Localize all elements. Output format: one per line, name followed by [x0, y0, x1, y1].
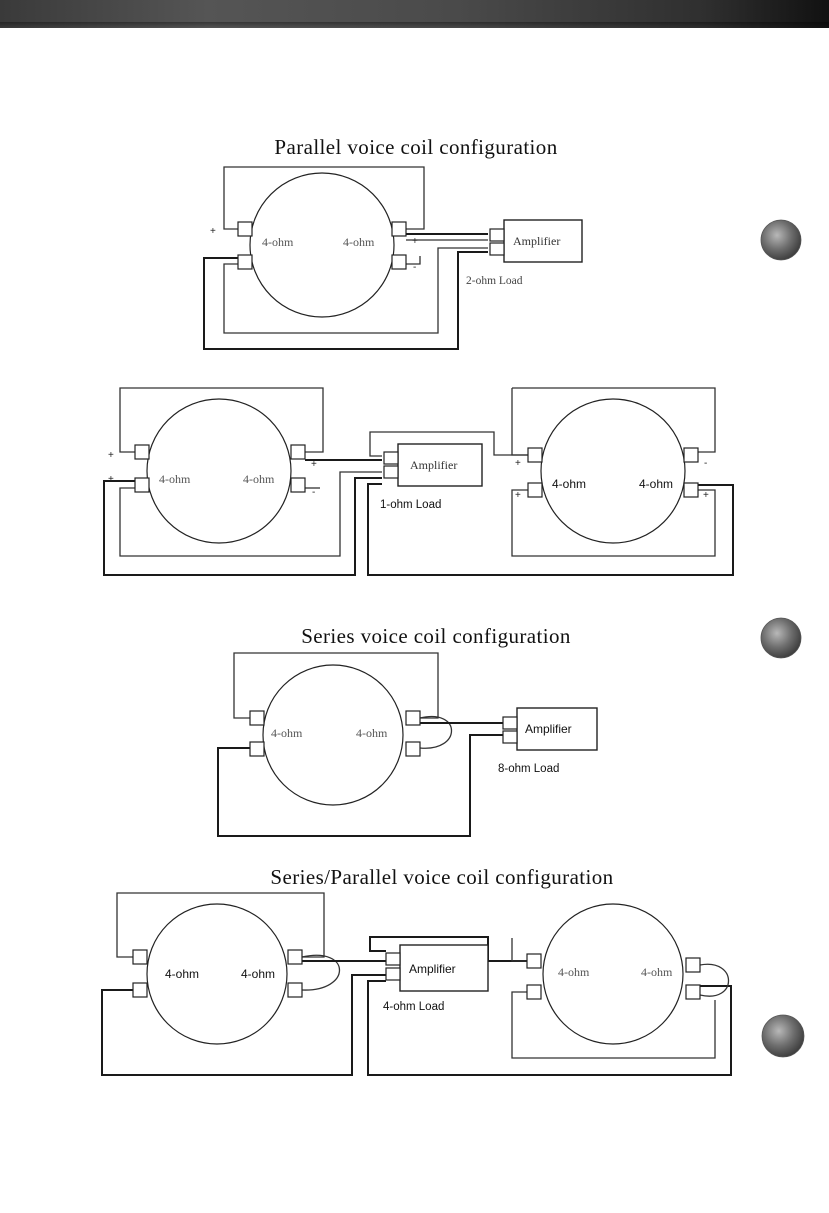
series-parallel-diagram: Series/Parallel voice coil configuration…	[102, 865, 731, 1075]
dual-left-terminal	[291, 478, 305, 492]
parallel-terminal	[238, 255, 252, 269]
polarity-minus: -	[312, 487, 315, 498]
series-terminal	[406, 742, 420, 756]
series-terminal	[406, 711, 420, 725]
series-diagram: Series voice coil configuration 4-ohm 4-…	[218, 624, 597, 836]
parallel-load-label: 2-ohm Load	[466, 275, 523, 287]
dual-amplifier-label: Amplifier	[410, 458, 457, 472]
dual-right-terminal	[684, 483, 698, 497]
series-parallel-title: Series/Parallel voice coil configuration	[270, 865, 613, 889]
series-title: Series voice coil configuration	[301, 624, 571, 648]
series-terminal	[250, 711, 264, 725]
series-terminal	[250, 742, 264, 756]
polarity-plus: +	[108, 450, 114, 461]
dual-right-terminal	[528, 483, 542, 497]
parallel-diagram: Parallel voice coil configuration + + - …	[204, 135, 582, 349]
sp-right-coil-right-label: 4-ohm	[641, 965, 673, 979]
dual-right-terminal	[684, 448, 698, 462]
series-amplifier-label: Amplifier	[525, 722, 572, 736]
polarity-plus: +	[210, 226, 216, 237]
side-bullet-2	[761, 618, 801, 658]
sp-left-terminal	[288, 950, 302, 964]
dual-left-terminal	[135, 445, 149, 459]
sp-right-terminal	[527, 985, 541, 999]
parallel-terminal	[238, 222, 252, 236]
dual-left-coil-right-label: 4-ohm	[243, 472, 275, 486]
amp-terminal	[384, 452, 398, 464]
sp-right-terminal	[686, 958, 700, 972]
sp-right-terminal	[686, 985, 700, 999]
parallel-dual-diagram: + + + - 4-ohm 4-ohm Amplifier 1-ohm Load…	[104, 388, 733, 575]
series-load-label: 8-ohm Load	[498, 763, 559, 775]
amp-terminal	[490, 229, 504, 241]
dual-right-terminal	[528, 448, 542, 462]
sp-left-coil-right-label: 4-ohm	[241, 967, 275, 981]
sp-left-coil-left-label: 4-ohm	[165, 967, 199, 981]
amp-terminal	[386, 968, 400, 980]
sp-left-terminal	[288, 983, 302, 997]
amp-terminal	[490, 243, 504, 255]
side-bullet-3	[762, 1015, 804, 1057]
polarity-plus: +	[311, 459, 317, 470]
series-coil-right-label: 4-ohm	[356, 726, 388, 740]
sp-left-terminal	[133, 983, 147, 997]
amp-terminal	[384, 466, 398, 478]
dual-right-coil-left-label: 4-ohm	[552, 477, 586, 491]
parallel-coil-right-label: 4-ohm	[343, 235, 375, 249]
sp-left-terminal	[133, 950, 147, 964]
dual-right-coil-right-label: 4-ohm	[639, 477, 673, 491]
parallel-amplifier-label: Amplifier	[513, 234, 560, 248]
polarity-plus: +	[515, 490, 521, 501]
amp-terminal	[503, 717, 517, 729]
dual-right-speaker-cone	[541, 399, 685, 543]
amp-terminal	[503, 731, 517, 743]
amp-terminal	[386, 953, 400, 965]
sp-amplifier-label: Amplifier	[409, 962, 456, 976]
dual-left-terminal	[135, 478, 149, 492]
polarity-minus: -	[413, 262, 416, 273]
polarity-plus: +	[108, 474, 114, 485]
parallel-terminal	[392, 222, 406, 236]
series-coil-left-label: 4-ohm	[271, 726, 303, 740]
polarity-plus: +	[515, 458, 521, 469]
polarity-plus: +	[412, 236, 418, 247]
sp-load-label: 4-ohm Load	[383, 1001, 444, 1013]
dual-left-terminal	[291, 445, 305, 459]
dual-left-coil-left-label: 4-ohm	[159, 472, 191, 486]
dual-load-label: 1-ohm Load	[380, 499, 441, 511]
sp-right-coil-left-label: 4-ohm	[558, 965, 590, 979]
parallel-terminal	[392, 255, 406, 269]
parallel-title: Parallel voice coil configuration	[274, 135, 557, 159]
polarity-minus: -	[704, 458, 707, 469]
polarity-plus: +	[703, 490, 709, 501]
side-bullet-1	[761, 220, 801, 260]
parallel-coil-left-label: 4-ohm	[262, 235, 294, 249]
sp-right-terminal	[527, 954, 541, 968]
dual-left-speaker-cone	[147, 399, 291, 543]
